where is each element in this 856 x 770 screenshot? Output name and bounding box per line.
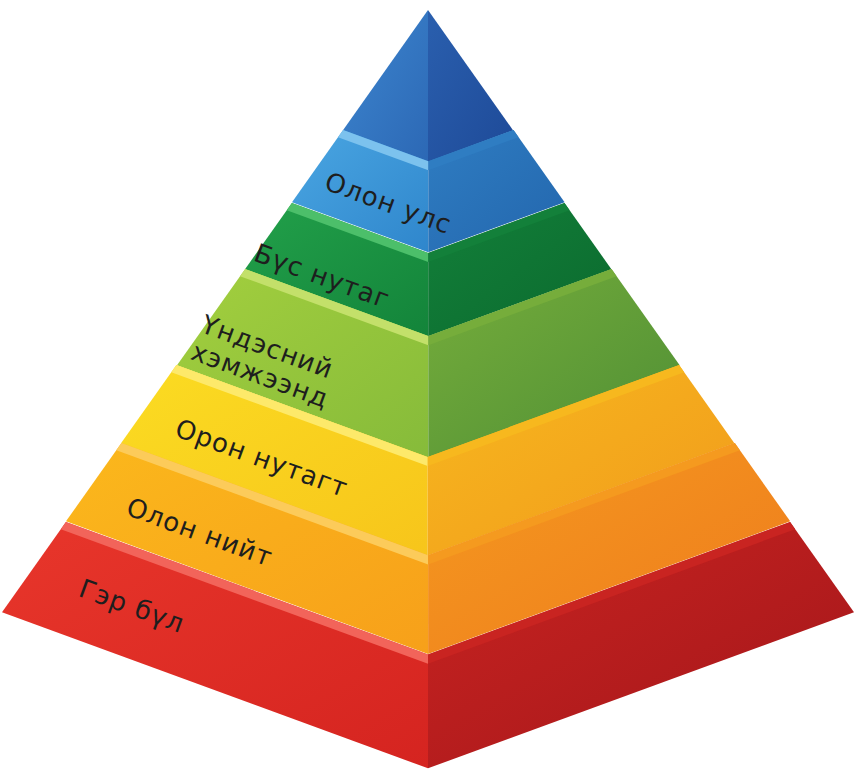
- band-left-face: [2, 522, 428, 768]
- band-ledge: [428, 522, 795, 664]
- band-right-face: [428, 522, 854, 768]
- band-ledge: [428, 365, 685, 466]
- band-ledge: [428, 443, 740, 564]
- band-ledge: [428, 203, 569, 262]
- band-ledge: [428, 269, 616, 345]
- band-ledge: [61, 522, 428, 664]
- band-ledge: [428, 130, 518, 170]
- band-ledge: [287, 203, 429, 262]
- band-ledge: [338, 130, 428, 170]
- band-shape: [2, 522, 854, 768]
- pyramid-band: Гэр бүл: [2, 522, 854, 768]
